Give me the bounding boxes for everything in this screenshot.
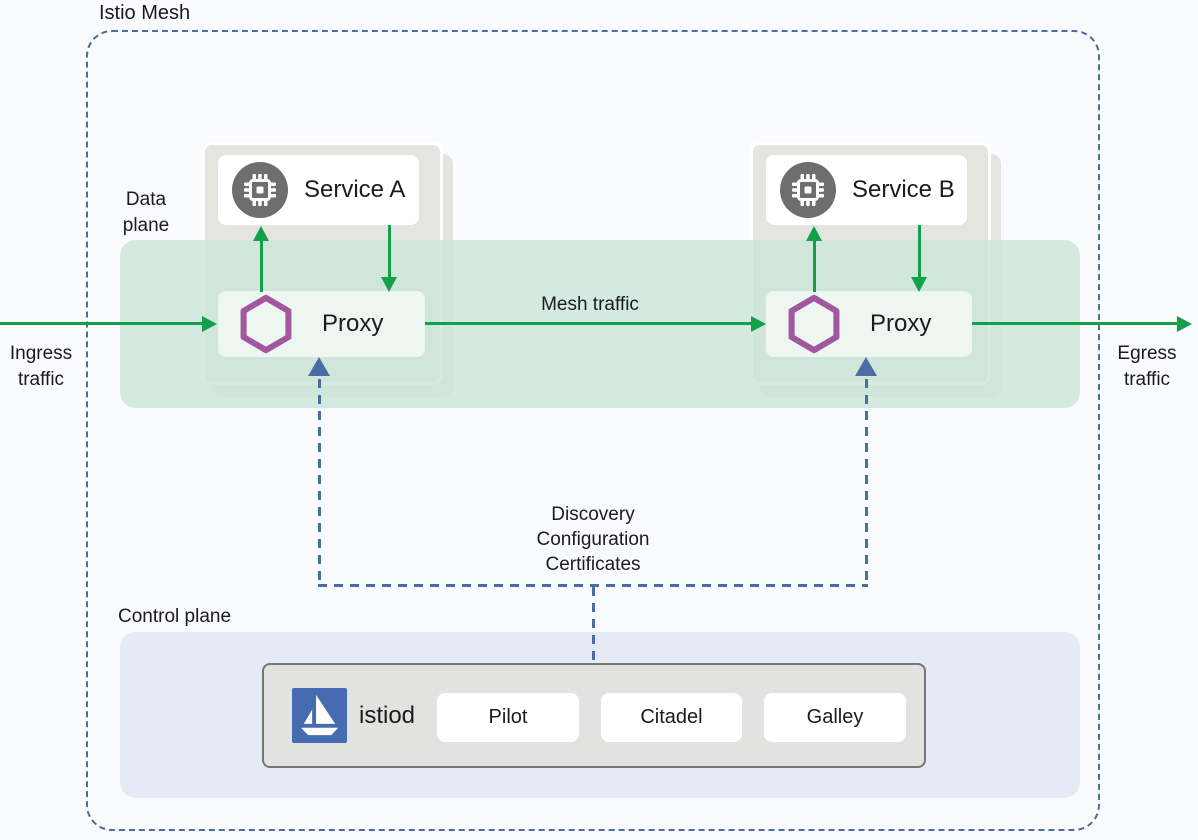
citadel-component: Citadel	[601, 693, 742, 742]
data-plane-label: Data plane	[122, 189, 170, 236]
egress-arrowhead	[1177, 316, 1192, 332]
istio-sailboat-logo	[292, 688, 347, 743]
microchip-icon	[232, 162, 288, 218]
control-link-line-1: Discovery	[551, 504, 635, 525]
proxy-b-to-service-b-arrowhead	[806, 226, 822, 241]
control-plane-label: Control plane	[118, 606, 232, 627]
proxy-a-label: Proxy	[322, 310, 384, 337]
control-to-proxy-a-arrowhead	[308, 357, 330, 376]
control-link-label: Discovery Configuration Certificates	[483, 502, 703, 577]
control-link-line-2: Configuration	[536, 529, 650, 550]
ingress-traffic-label: Ingress traffic	[9, 343, 73, 390]
mesh-traffic-arrow-line	[425, 322, 752, 325]
control-to-proxy-b-arrowhead	[855, 357, 877, 376]
service-a-to-proxy-a-arrowhead	[381, 277, 397, 292]
mesh-traffic-label: Mesh traffic	[541, 294, 639, 315]
istiod-dashed-line	[592, 587, 595, 664]
service-b-to-proxy-b-line	[918, 225, 921, 278]
ingress-arrow-line	[0, 322, 203, 325]
pilot-component: Pilot	[437, 693, 579, 742]
proxy-a-card: Proxy	[218, 291, 425, 357]
mesh-traffic-arrowhead	[751, 316, 766, 332]
control-link-line-3: Certificates	[545, 554, 641, 575]
istiod-label: istiod	[359, 702, 416, 729]
proxy-b-to-service-b-line	[813, 240, 816, 292]
envoy-hexagon-icon	[786, 294, 842, 354]
egress-arrow-line	[972, 322, 1178, 325]
service-b-card: Service B	[766, 155, 967, 225]
proxy-b-card: Proxy	[766, 291, 972, 357]
proxy-a-to-service-a-arrowhead	[253, 226, 269, 241]
service-b-to-proxy-b-arrowhead	[911, 277, 927, 292]
mesh-title: Istio Mesh	[99, 2, 191, 24]
control-to-proxy-a-dashed-line	[318, 379, 321, 585]
proxy-a-to-service-a-line	[260, 240, 263, 292]
egress-traffic-label: Egress traffic	[1117, 343, 1177, 390]
istio-mesh-boundary	[86, 30, 1100, 831]
control-to-proxy-b-dashed-line	[865, 379, 868, 585]
istiod-box: istiod Pilot Citadel Galley	[262, 663, 926, 768]
service-a-to-proxy-a-line	[388, 225, 391, 278]
microchip-icon	[780, 162, 836, 218]
galley-component: Galley	[764, 693, 906, 742]
proxy-b-label: Proxy	[870, 310, 932, 337]
envoy-hexagon-icon	[238, 294, 294, 354]
service-a-card: Service A	[218, 155, 419, 225]
service-b-label: Service B	[852, 176, 955, 203]
ingress-arrowhead	[202, 316, 217, 332]
service-a-label: Service A	[304, 176, 406, 203]
control-link-horizontal-dashed-line	[318, 584, 868, 587]
